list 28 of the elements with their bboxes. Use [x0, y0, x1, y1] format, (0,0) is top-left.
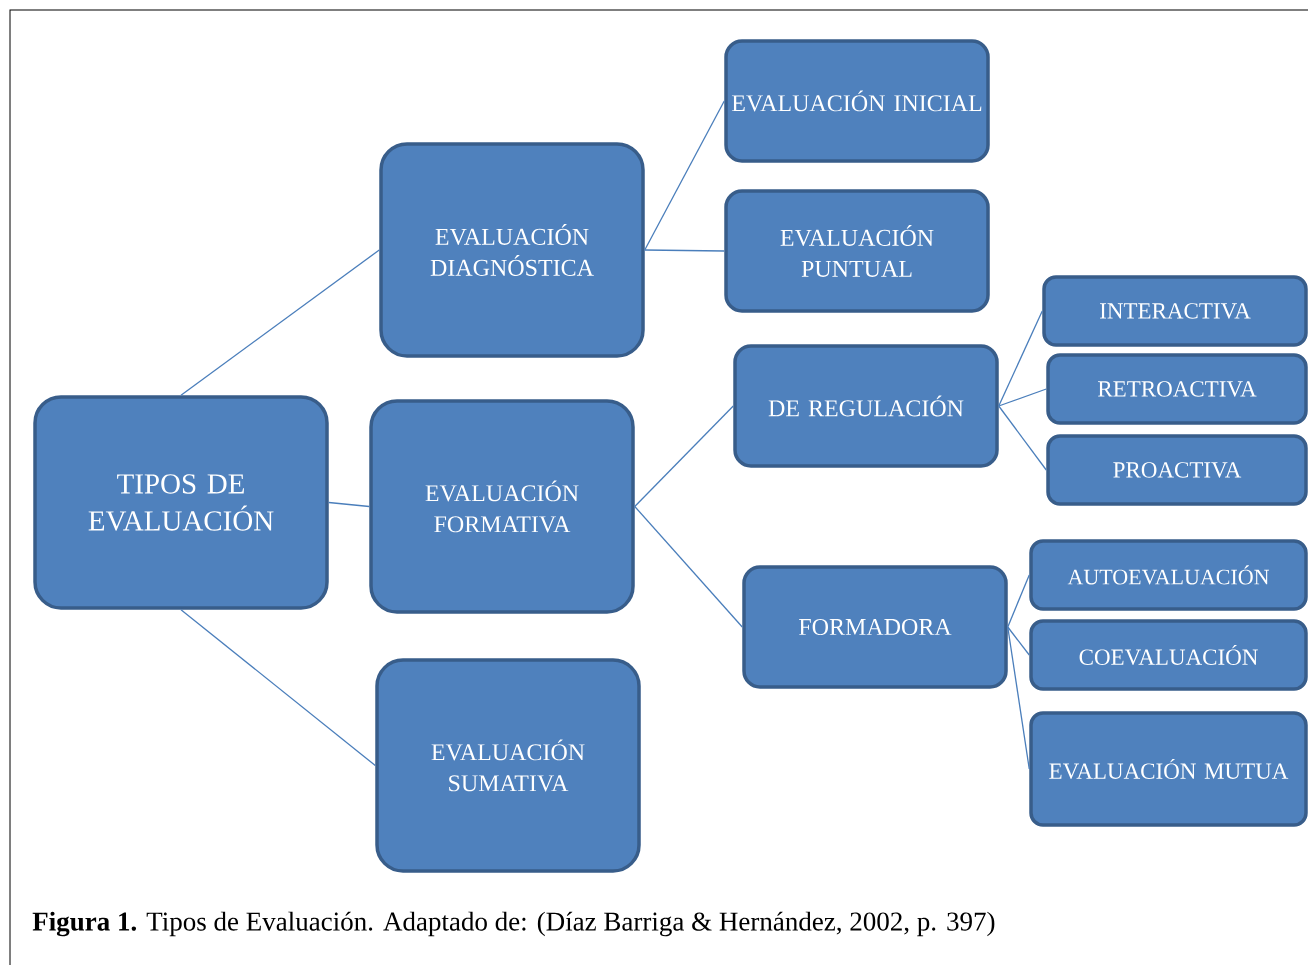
category-box: EVALUACIÓN MUTUA: [1029, 711, 1308, 827]
connector-line: [1007, 626, 1030, 770]
category-box: AUTOEVALUACIÓN: [1029, 539, 1308, 611]
category-box: TIPOS DE EVALUACIÓN: [33, 395, 329, 610]
category-box: DE REGULACIÓN: [733, 344, 999, 468]
caption: Figura 1. Tipos de Evaluación. Adaptado de: (Díaz Barriga & Hernández, 2002, p. 397): [32, 911, 995, 937]
category-box: EVALUACIÓN DIAGNÓSTICA: [379, 142, 645, 358]
connector-line: [998, 405, 1047, 471]
connector-line: [644, 249, 725, 252]
category-box: EVALUACIÓN FORMATIVA: [369, 399, 635, 614]
category-box: EVALUACIÓN PUNTUAL: [724, 189, 990, 313]
category-box: INTERACTIVA: [1042, 275, 1308, 347]
connector-line: [644, 100, 725, 251]
connector-line: [328, 501, 370, 508]
category-box: RETROACTIVA: [1046, 353, 1308, 425]
connector-line: [634, 505, 743, 628]
connector-line: [180, 249, 380, 396]
category-box: EVALUACIÓN SUMATIVA: [375, 658, 641, 873]
connector-line: [998, 310, 1043, 407]
connector-line: [180, 609, 376, 767]
category-box: FORMADORA: [742, 565, 1008, 689]
connector-line: [1007, 626, 1030, 656]
category-box: PROACTIVA: [1046, 434, 1308, 506]
category-box: COEVALUACIÓN: [1029, 619, 1308, 691]
connector-line: [634, 405, 734, 508]
category-box: EVALUACIÓN INICIAL: [724, 39, 990, 163]
connector-line: [998, 388, 1047, 407]
connector-line: [1007, 574, 1030, 628]
